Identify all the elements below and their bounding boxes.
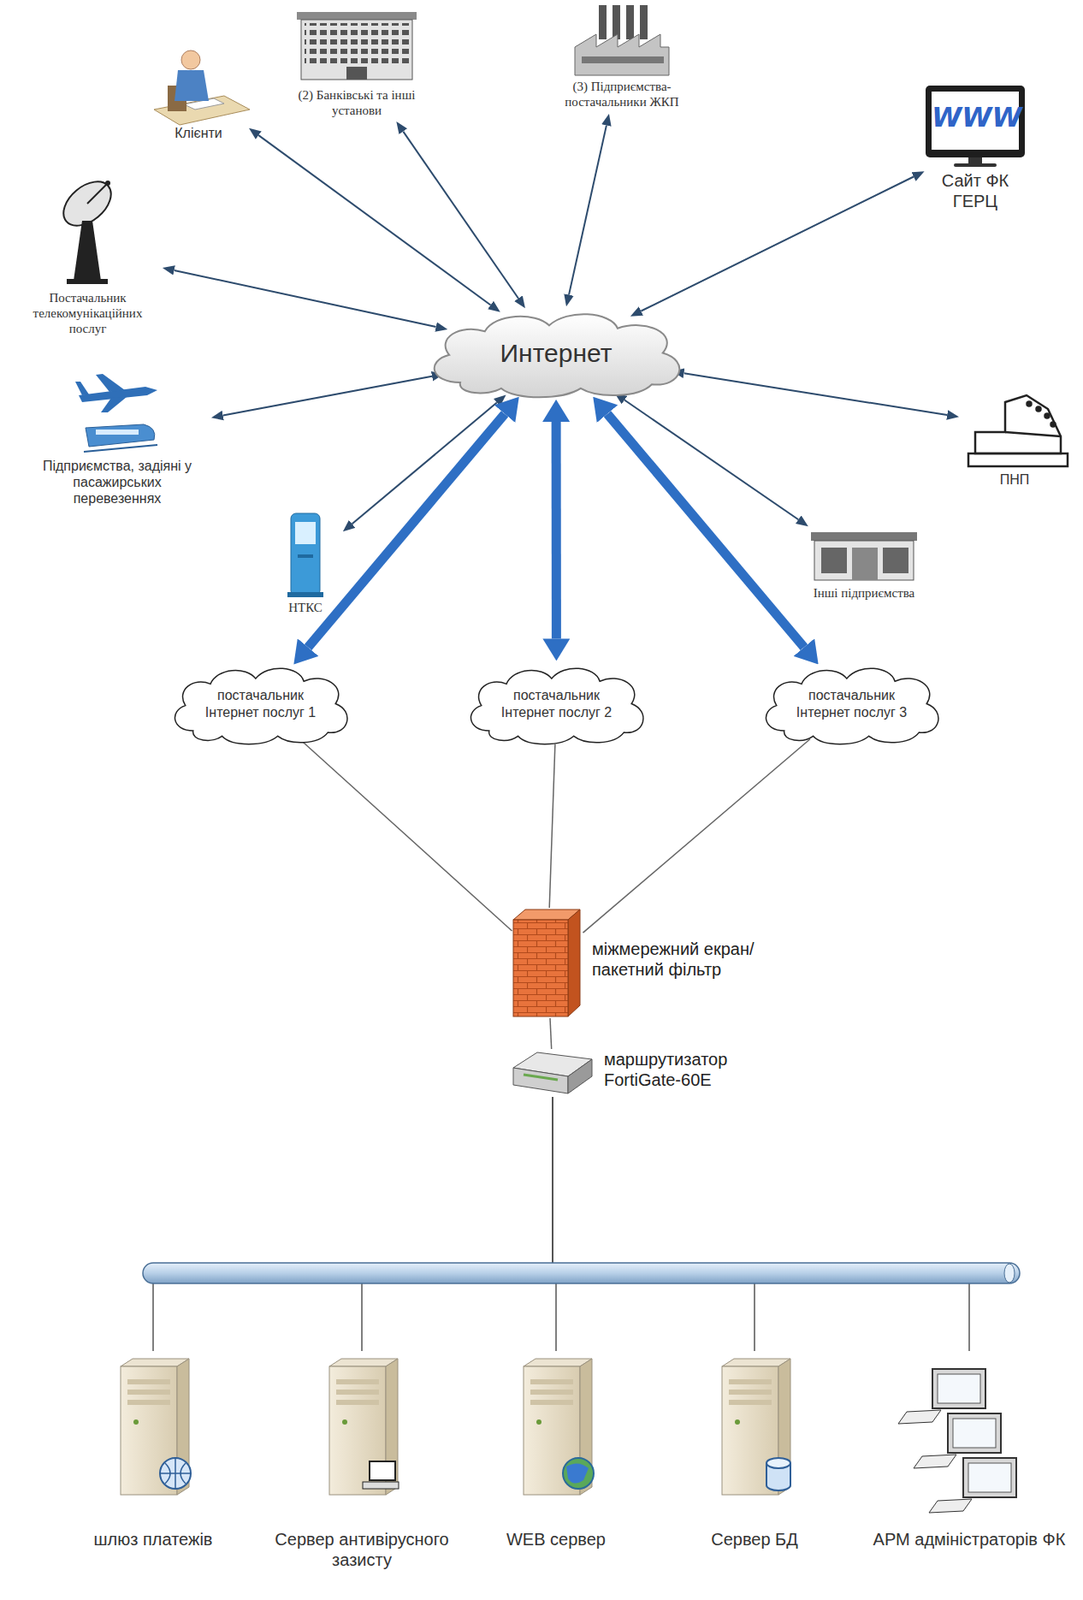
exchange-arrow xyxy=(684,372,948,415)
exchange-arrow xyxy=(174,270,437,327)
router-node: маршрутизатор FortiGate-60E xyxy=(511,1050,594,1095)
server-icons xyxy=(120,1358,791,1495)
node-text: шлюз платежів xyxy=(76,1528,231,1550)
network-link xyxy=(153,1096,553,1351)
transport-node: Підприємства, задіяні у пасажирських пер… xyxy=(27,363,208,508)
node-text: Постачальник телекомунікаційних послуг xyxy=(17,289,159,337)
factory-icon xyxy=(574,5,669,76)
server-node: WEB сервер xyxy=(479,1347,634,1550)
uplink-arrow xyxy=(607,414,805,648)
node-label: маршрутизатор FortiGate-60E xyxy=(603,1048,767,1090)
cloud-shape xyxy=(434,313,681,397)
kiosk-node: НТКС xyxy=(271,510,340,616)
exchange-arrow xyxy=(568,125,607,296)
cash-register-icon xyxy=(968,395,1068,467)
satellite-dish-icon xyxy=(55,172,120,285)
kiosk-icon xyxy=(287,513,324,598)
utility-node: (3) Підприємства-постачальники ЖКП xyxy=(557,1,687,110)
node-text: постачальник Інтернет послуг 3 xyxy=(755,674,948,732)
pos-node: ПНП xyxy=(963,363,1066,488)
telecom-node: Постачальник телекомунікаційних послуг xyxy=(17,166,159,337)
node-text: Сервер антивірусного зазисту xyxy=(259,1528,465,1570)
network-link xyxy=(583,739,811,933)
server-node: Сервер антивірусного зазисту xyxy=(259,1347,465,1570)
workstation-node: АРМ адміністраторів ФК xyxy=(862,1347,1077,1550)
website-monitor-icon xyxy=(925,85,1025,167)
node-text: (3) Підприємства-постачальники ЖКП xyxy=(557,78,687,110)
node-text: АРМ адміністраторів ФК xyxy=(862,1528,1077,1550)
exchange-arrow xyxy=(640,177,914,312)
node-text: Сервер БД xyxy=(677,1528,832,1550)
shop-icon xyxy=(810,532,918,580)
client-icon xyxy=(153,50,250,125)
bank-building-icon xyxy=(296,11,417,80)
network-link xyxy=(361,1096,553,1351)
node-text: ПНП xyxy=(963,471,1066,488)
website-node: Сайт ФК ГЕРЦ xyxy=(928,81,1023,212)
network-link xyxy=(300,739,513,931)
uplink-arrow xyxy=(307,414,505,648)
isp-cloud: постачальник Інтернет послуг 1 xyxy=(164,658,357,749)
workstation-icons xyxy=(898,1368,1017,1513)
node-text: Інші підприємства xyxy=(795,585,933,601)
node-text: постачальник Інтернет послуг 1 xyxy=(164,674,357,732)
firewall-icon xyxy=(513,909,580,1017)
node-text: НТКС xyxy=(271,599,340,616)
cloud-outline xyxy=(460,658,653,749)
network-link xyxy=(552,1096,755,1351)
network-bus xyxy=(142,1262,1020,1284)
isp-cloud: постачальник Інтернет послуг 2 xyxy=(460,658,653,749)
server-node: шлюз платежів xyxy=(76,1347,231,1550)
isp-cloud: постачальник Інтернет послуг 3 xyxy=(755,658,948,749)
uplink-arrow xyxy=(551,421,562,640)
internet-cloud: Интернет xyxy=(419,303,693,403)
node-text: Підприємства, задіяні у пасажирських пер… xyxy=(27,457,208,508)
server-node: Сервер БД xyxy=(677,1347,832,1550)
bank-node: (2) Банківські та інші установи xyxy=(292,10,421,119)
client-node: Клієнти xyxy=(151,41,246,142)
router-icon xyxy=(513,1052,592,1094)
node-text: Интернет xyxy=(474,325,639,381)
exchange-arrow xyxy=(402,131,519,299)
www-label: WWW xyxy=(931,100,1019,134)
cloud-outline xyxy=(755,658,948,749)
network-link xyxy=(549,744,556,908)
exchange-arrow xyxy=(223,376,433,416)
network-link xyxy=(550,1017,552,1049)
node-text: Сайт ФК ГЕРЦ xyxy=(928,170,1023,212)
node-text: (2) Банківські та інші установи xyxy=(292,87,421,119)
plane-train-icon xyxy=(75,373,158,452)
cloud-outline xyxy=(164,658,357,749)
server-badges xyxy=(159,1457,791,1491)
node-text: постачальник Інтернет послуг 2 xyxy=(460,674,653,732)
exchange-arrow xyxy=(258,135,491,305)
node-text: WEB сервер xyxy=(479,1528,634,1550)
network-link xyxy=(552,1096,970,1351)
node-text: Клієнти xyxy=(151,124,246,142)
firewall-node: міжмережний екран/ пакетний фільтр xyxy=(513,909,582,1017)
enterprise-node: Інші підприємства xyxy=(795,528,933,601)
node-label: міжмережний екран/ пакетний фільтр xyxy=(591,938,781,980)
